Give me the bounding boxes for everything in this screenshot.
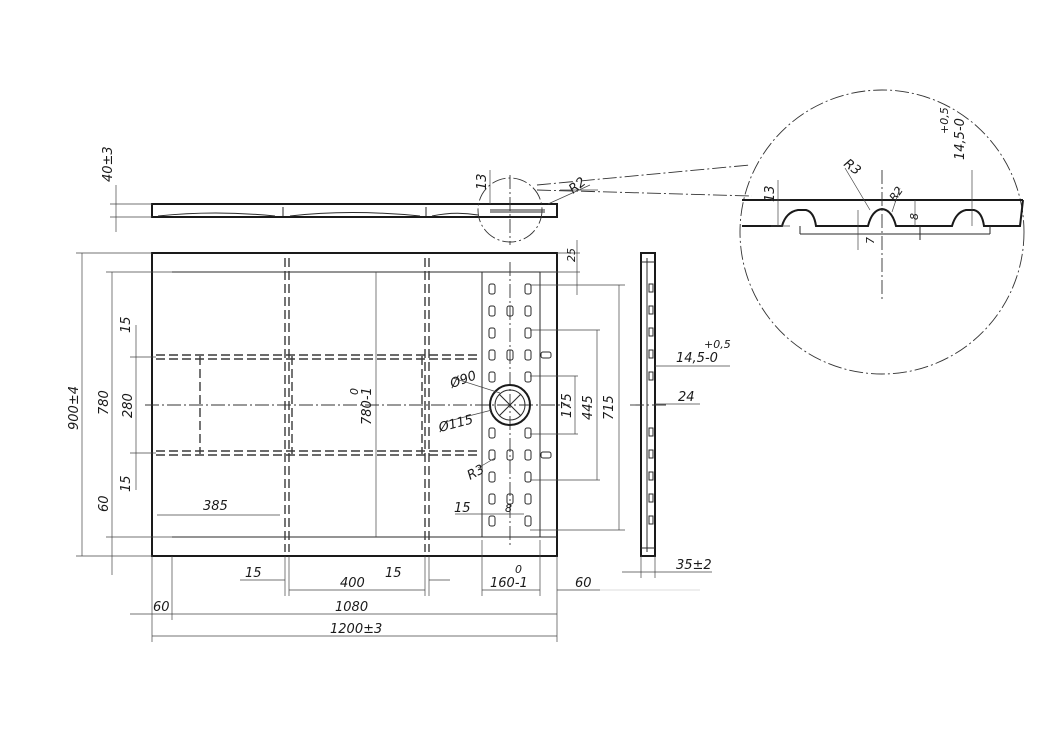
- plan-dims-right: [444, 240, 625, 531]
- detail-dim-8: 8: [908, 213, 921, 220]
- dim-side-145-tol: +0,5: [704, 338, 731, 351]
- dim-hole-15: 15: [454, 501, 471, 516]
- dim-280: 280: [121, 393, 136, 418]
- dim-445: 445: [581, 395, 596, 420]
- plan-dims-left: [76, 252, 280, 575]
- dim-hole-8: 8: [505, 502, 512, 515]
- dim-900: 900±4: [67, 386, 82, 430]
- plan-dims-bottom: [130, 540, 600, 642]
- dim-60-left: 60: [97, 495, 112, 512]
- dim-25: 25: [565, 248, 578, 262]
- dim-top-13: 13: [475, 173, 490, 190]
- dim-bottom-400: 400: [340, 576, 365, 591]
- side-section-view: [622, 252, 730, 578]
- dim-40: 40±3: [101, 146, 116, 182]
- dim-dia-115: Ø115: [436, 412, 475, 436]
- dim-15-bottom: 15: [119, 475, 134, 492]
- detail-dim-13: 13: [763, 185, 778, 202]
- dim-bottom-60-left: 60: [153, 600, 170, 615]
- dim-side-35: 35±2: [676, 558, 712, 573]
- dim-center-0: 0: [348, 388, 361, 395]
- detail-r3: R3: [841, 156, 864, 178]
- dim-dia-90: Ø90: [447, 369, 478, 393]
- dim-r3: R3: [465, 462, 487, 483]
- detail-dim-7: 7: [864, 237, 877, 244]
- dim-175: 175: [560, 393, 575, 418]
- top-section-view: [110, 170, 598, 245]
- dim-center-780: 780-1: [360, 387, 375, 425]
- dim-overall-width: 1200±3: [330, 622, 382, 637]
- dim-bottom-0: 0: [515, 563, 522, 576]
- detail-dim-145: 14,5-0: [953, 118, 968, 160]
- dim-side-24: 24: [678, 390, 695, 405]
- dim-bottom-1080: 1080: [335, 600, 368, 615]
- dim-bottom-160: 160-1: [490, 576, 528, 591]
- dim-385: 385: [203, 499, 228, 514]
- dim-715: 715: [602, 395, 617, 420]
- dim-780: 780: [97, 390, 112, 415]
- dim-bottom-15b: 15: [385, 566, 402, 581]
- dim-side-145: 14,5-0: [676, 351, 718, 366]
- dim-top-r2: R2: [566, 175, 589, 197]
- plan-view: [145, 252, 570, 557]
- dim-bottom-60-right: 60: [575, 576, 592, 591]
- dim-15-top: 15: [119, 316, 134, 333]
- dim-bottom-15a: 15: [245, 566, 262, 581]
- detail-view: [739, 89, 1025, 375]
- detail-tol: +0,5: [938, 107, 951, 134]
